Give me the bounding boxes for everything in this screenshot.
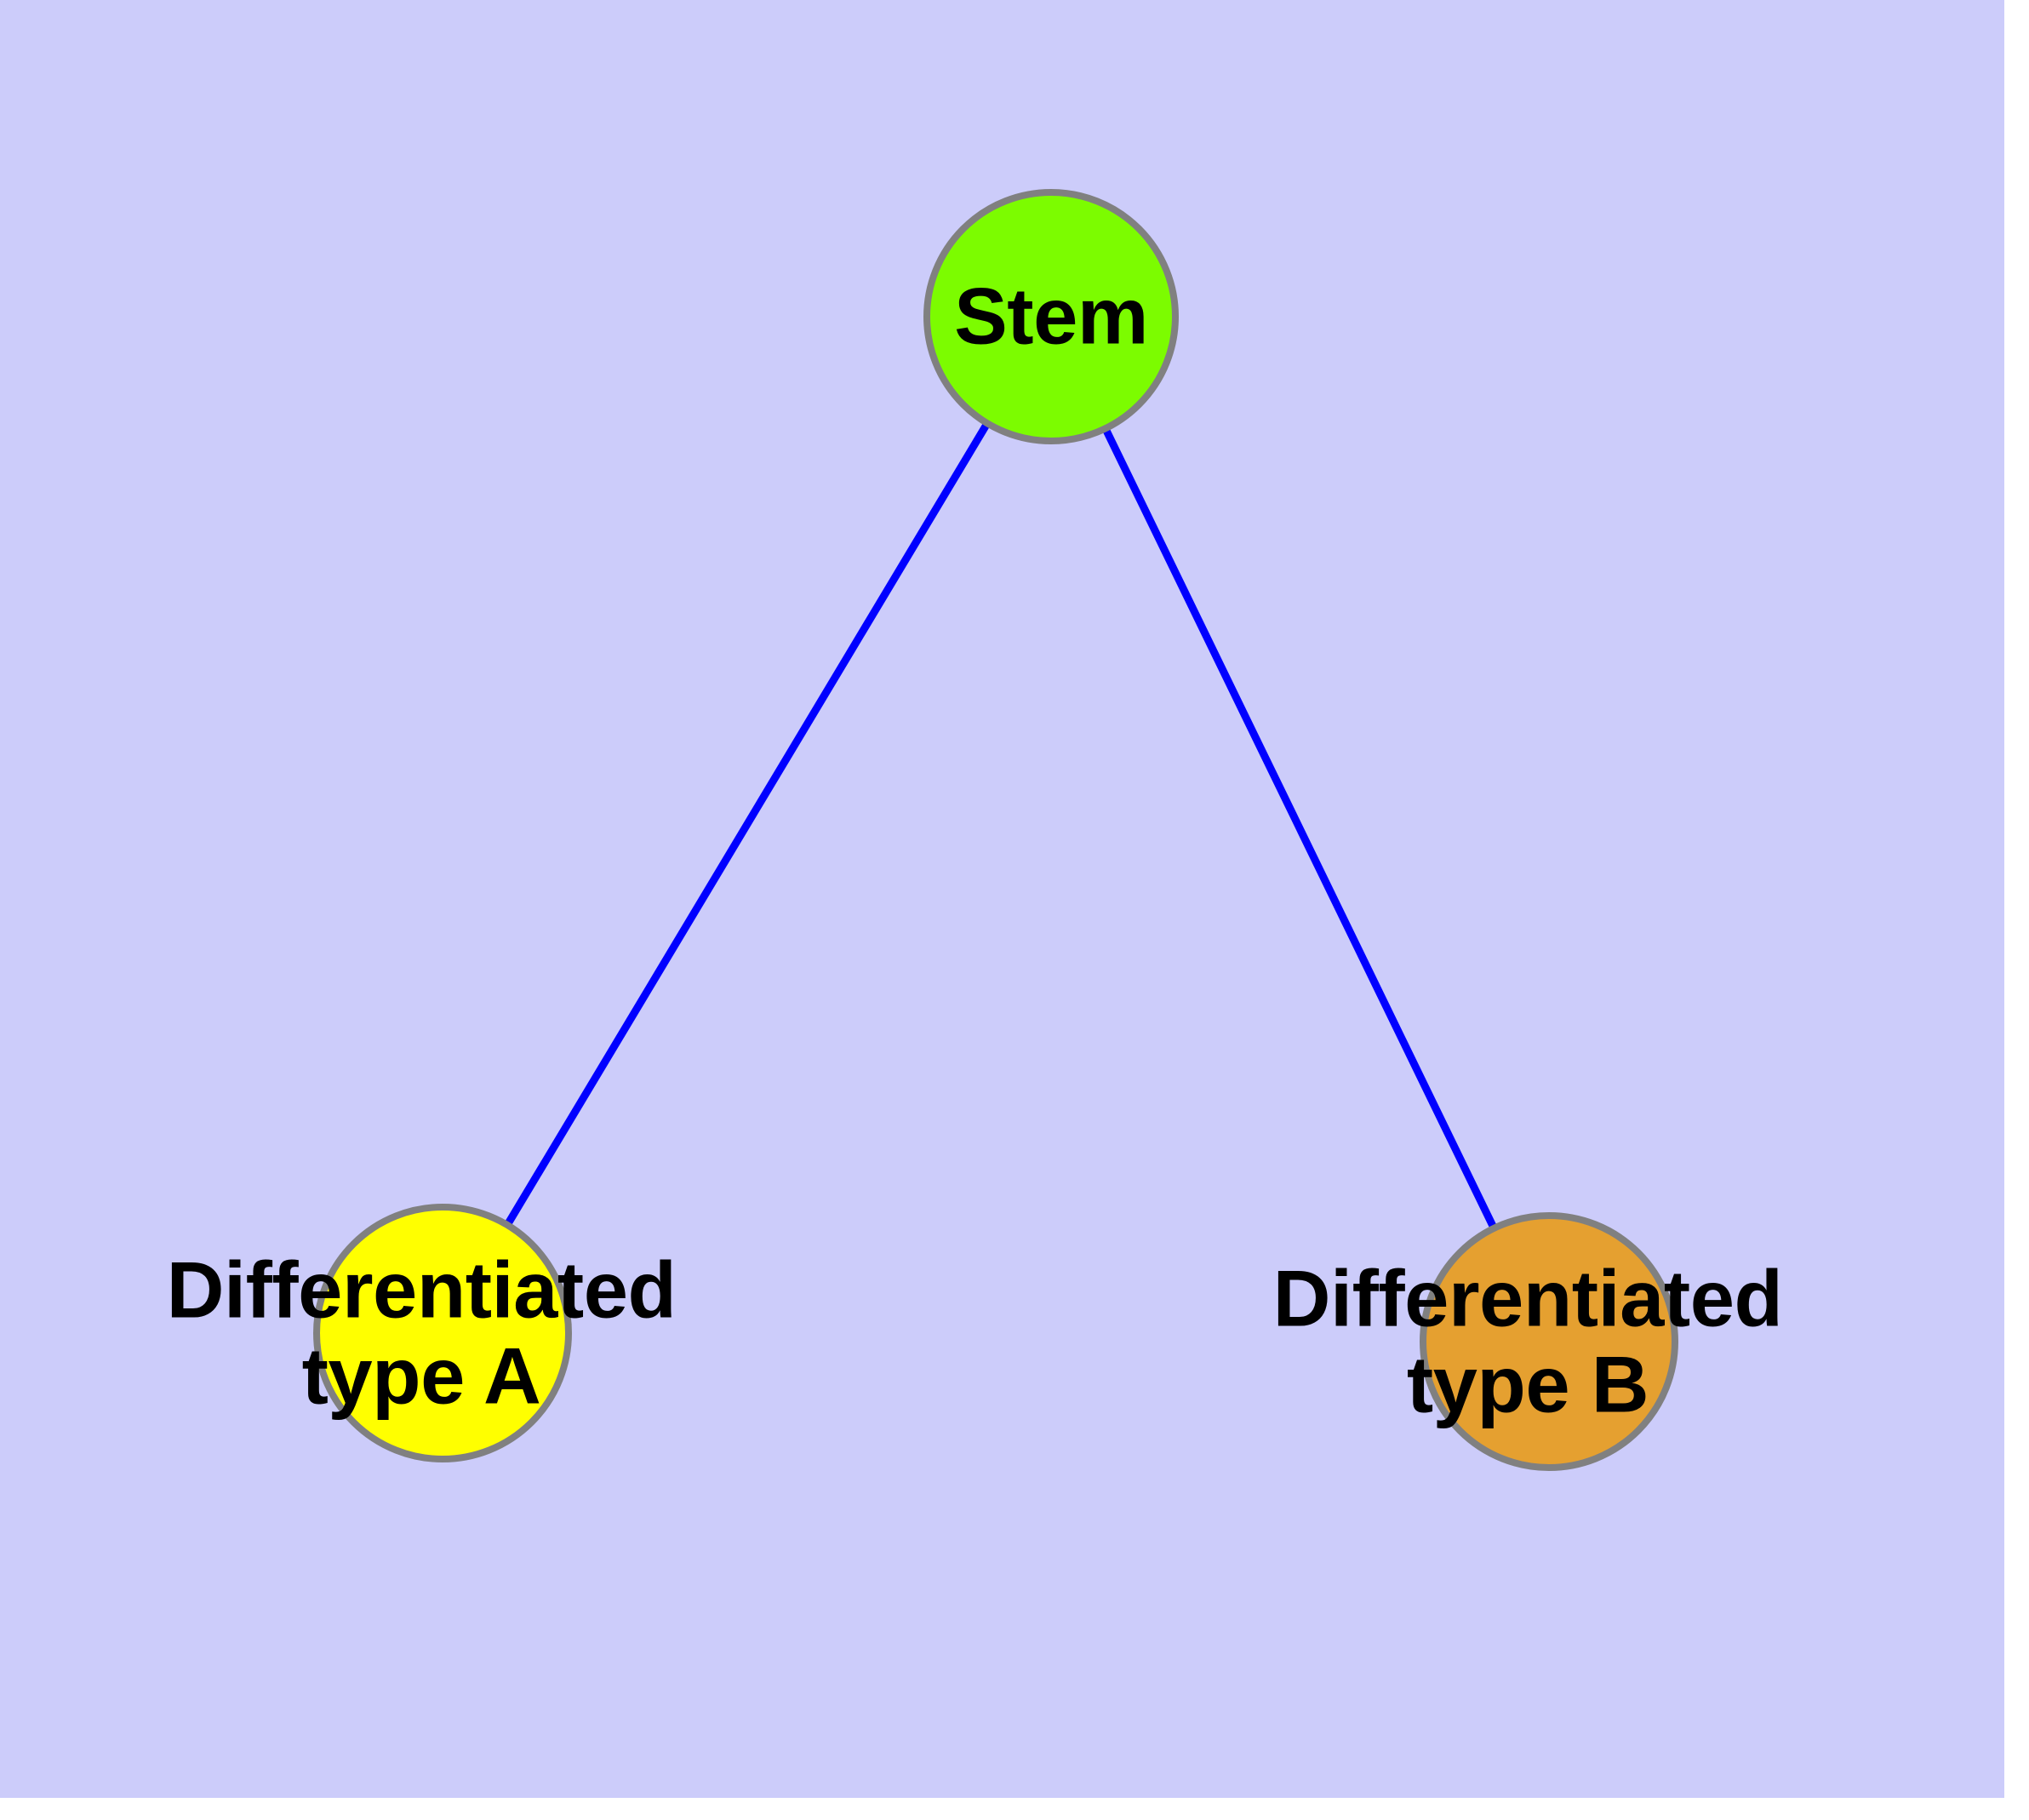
node-differentiated-type-b[interactable]: [1420, 1212, 1678, 1471]
node-stem[interactable]: [923, 189, 1179, 444]
edge-stem-diff-a: [439, 314, 1055, 1336]
node-differentiated-type-a[interactable]: [313, 1204, 572, 1462]
edge-layer: [439, 314, 1553, 1343]
node-layer: [313, 189, 1678, 1471]
edge-stem-diff-b: [1047, 315, 1553, 1343]
